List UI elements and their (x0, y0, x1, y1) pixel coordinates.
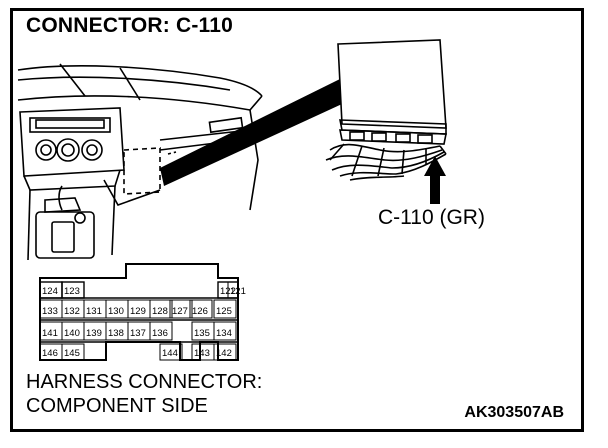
pin-cell (169, 299, 193, 319)
ecu-module-illustration (325, 39, 447, 181)
pin-label: 132 (64, 306, 80, 317)
pin-cell (61, 343, 85, 361)
pin-label: 124 (42, 286, 58, 297)
pin-cell (159, 343, 183, 361)
pointer-arrow-icon (424, 156, 446, 204)
pin-label: 133 (42, 306, 58, 317)
pin-label: 136 (152, 328, 168, 339)
location-pointer (160, 78, 342, 186)
pin-cell (149, 299, 173, 319)
pin-cell (61, 281, 85, 299)
dashboard-illustration (17, 63, 263, 261)
caption-line-1: HARNESS CONNECTOR: (26, 371, 263, 393)
pin-cell (213, 343, 237, 361)
figure-code: AK303507AB (464, 404, 564, 421)
pin-label: 145 (64, 348, 80, 359)
pin-label: 129 (130, 306, 146, 317)
pin-cell (213, 321, 237, 341)
pin-label: 142 (216, 348, 232, 359)
pin-label: 121 (230, 286, 246, 297)
connector-callout: C-110 (GR) (378, 206, 485, 229)
pin-label: 126 (192, 306, 208, 317)
pin-label: 125 (216, 306, 232, 317)
pin-label: 146 (42, 348, 58, 359)
diagram-frame (10, 8, 584, 432)
pin-label: 140 (64, 328, 80, 339)
pin-label: 141 (42, 328, 58, 339)
pin-label: 137 (130, 328, 146, 339)
pin-cell (213, 299, 237, 319)
pin-label: 130 (108, 306, 124, 317)
pin-label: 144 (162, 348, 178, 359)
pin-label: 128 (152, 306, 168, 317)
pin-label: 131 (86, 306, 102, 317)
pin-cell (149, 321, 173, 341)
page-title: CONNECTOR: C-110 (26, 14, 234, 37)
caption-line-2: COMPONENT SIDE (26, 395, 208, 417)
pin-cell (189, 299, 213, 319)
pin-label: 123 (64, 286, 80, 297)
pin-label: 139 (86, 328, 102, 339)
pin-label: 138 (108, 328, 124, 339)
pin-label: 127 (172, 306, 188, 317)
pin-label: 143 (194, 348, 210, 359)
pin-label: 134 (216, 328, 232, 339)
pin-cell (227, 281, 239, 299)
pin-label: 135 (194, 328, 210, 339)
